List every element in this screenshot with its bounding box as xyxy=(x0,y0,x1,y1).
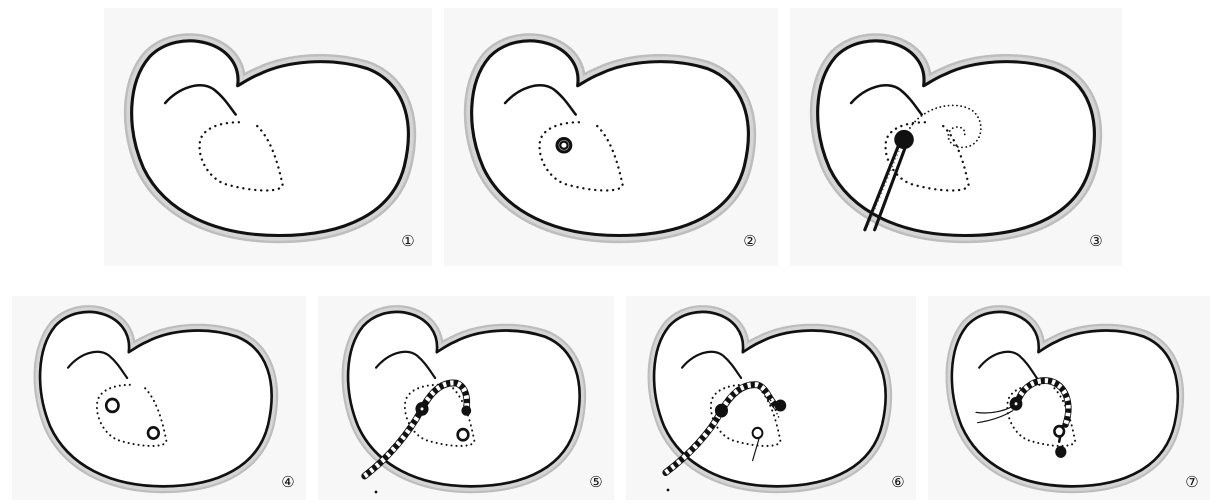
panel-4-label: ④ xyxy=(281,473,294,491)
panel-1: ① xyxy=(104,8,432,266)
panel-3-label: ③ xyxy=(1089,232,1102,250)
panel-5-label: ⑤ xyxy=(589,473,602,491)
panel-3: ③ xyxy=(790,8,1122,266)
panel-2-label: ② xyxy=(743,232,756,250)
panel-6-label: ⑥ xyxy=(891,473,904,491)
panel-4: ④ xyxy=(12,296,306,500)
panel-2: ② xyxy=(444,8,778,266)
panel-6: ⑥ xyxy=(626,296,916,500)
panel-5: ⑤ xyxy=(318,296,614,500)
panel-7-label: ⑦ xyxy=(1185,473,1198,491)
panel-1-label: ① xyxy=(401,232,414,250)
panel-7: ⑦ xyxy=(928,296,1210,500)
dark-blob xyxy=(894,130,914,149)
